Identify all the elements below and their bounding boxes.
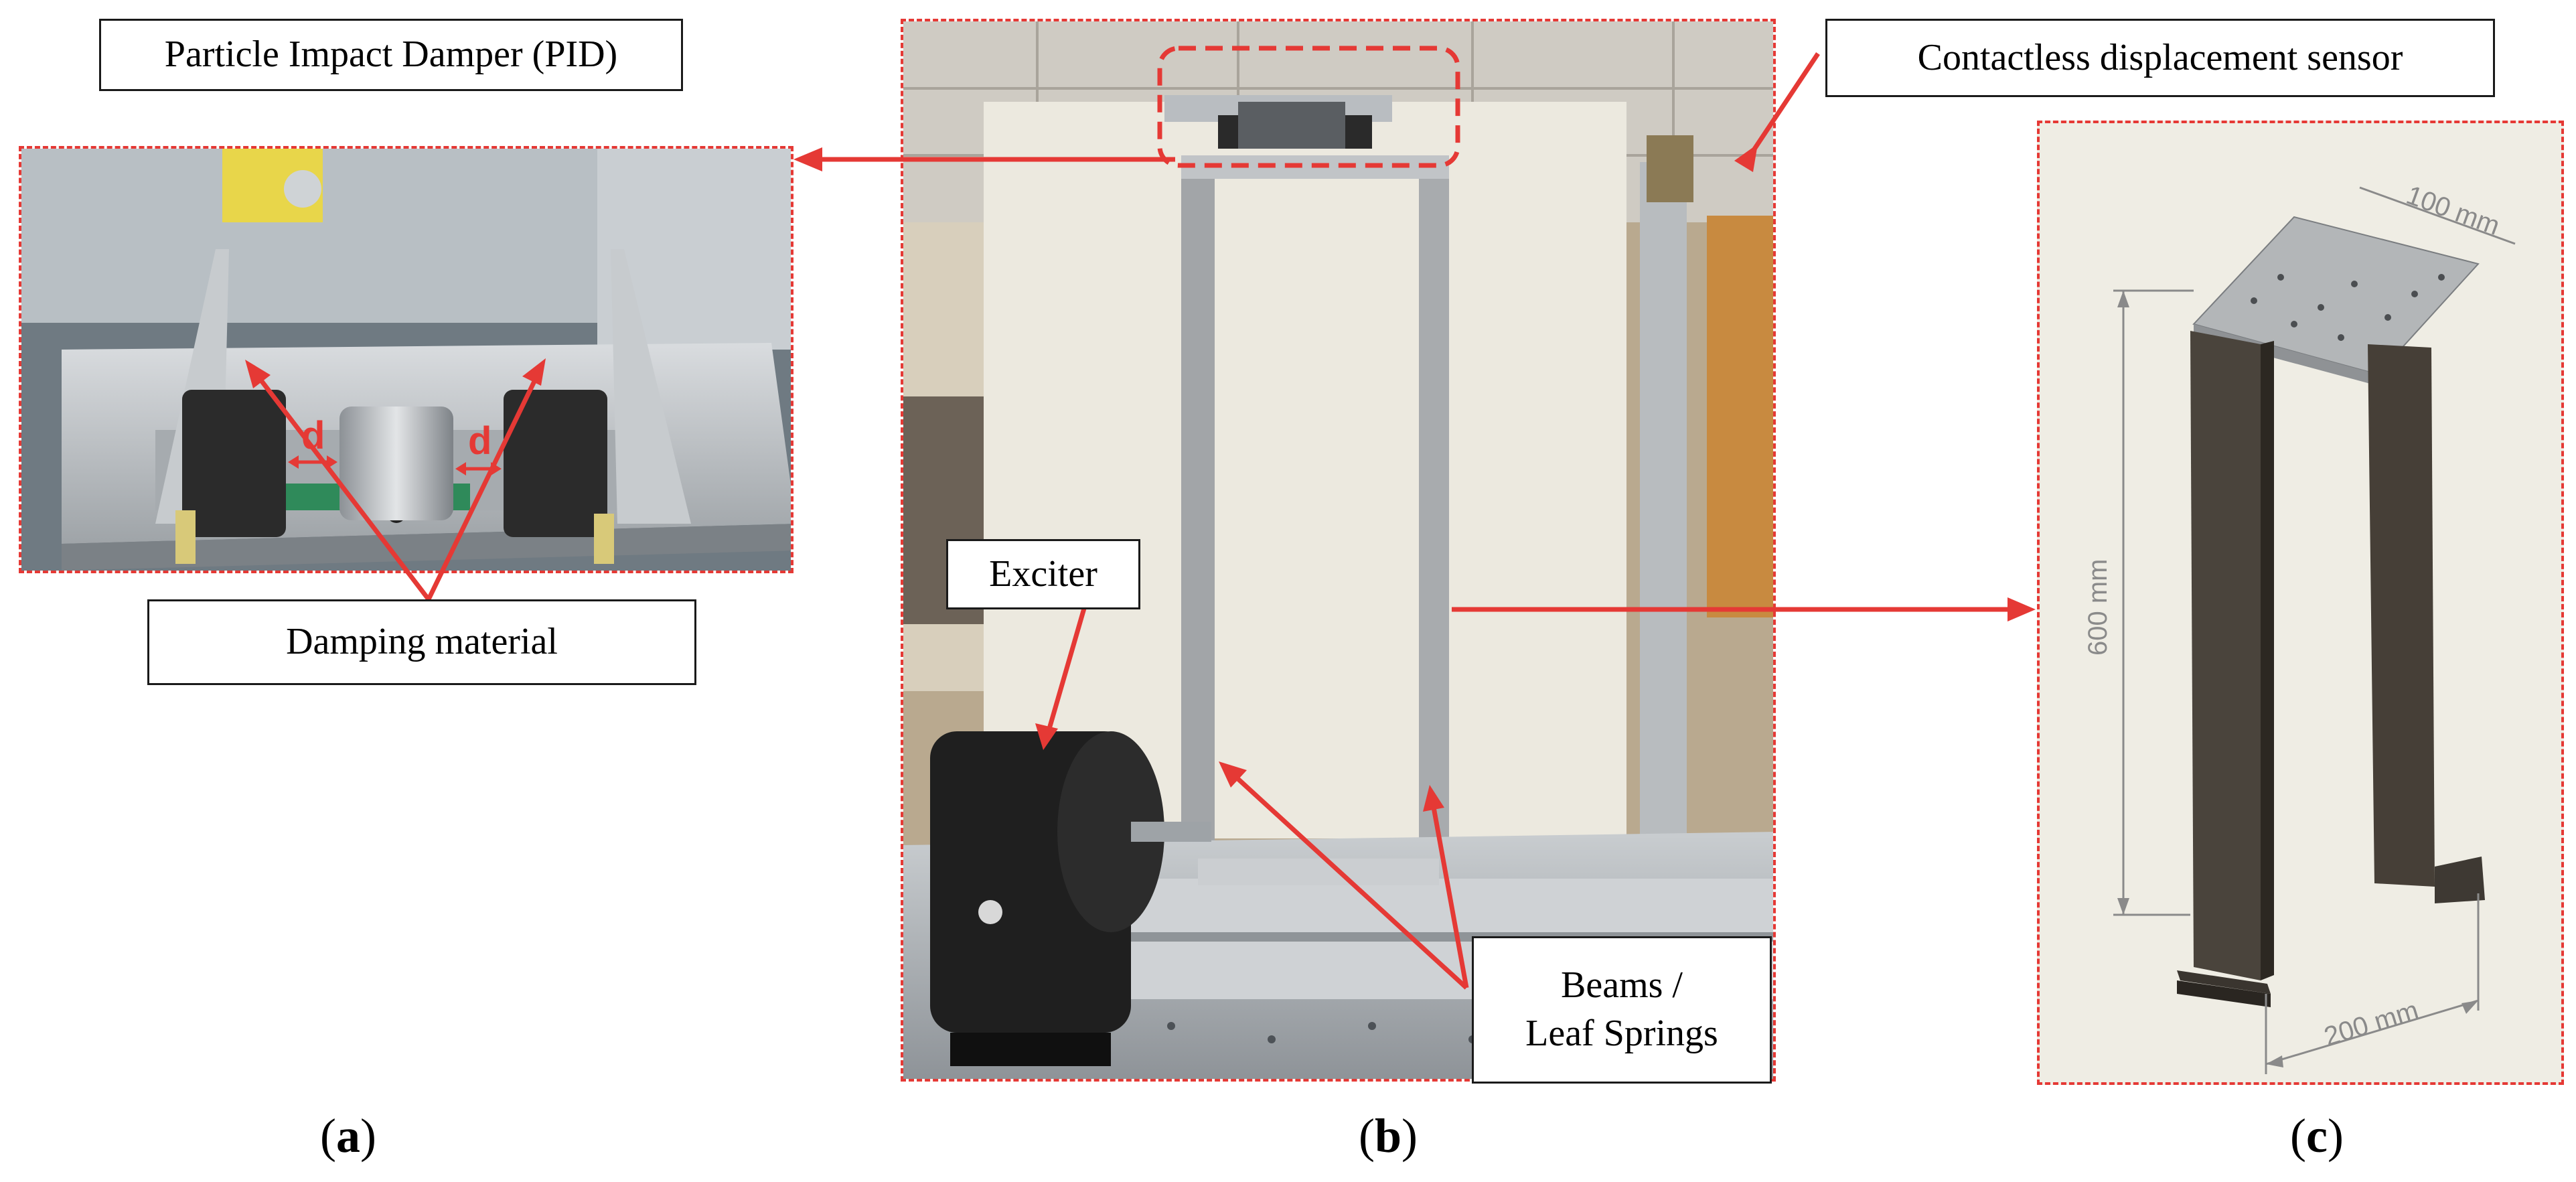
white-backdrop [984,102,1626,838]
displacement-sensor [1647,135,1693,202]
frame-cad-drawing: 100 mm 600 mm 200 mm [2083,180,2516,1074]
damping-label-box: Damping material [147,599,696,685]
right-leaf-spring [1419,162,1449,872]
depth-dimension-label: 100 mm [2403,180,2504,241]
front-leg [2190,331,2261,980]
caption-c: (c) [2290,1109,2344,1163]
gap-label-right: d [468,419,491,463]
beams-label-line2: Leaf Springs [1525,1013,1718,1054]
height-dimension-label: 600 mm [2083,559,2113,656]
sensor-stand [1640,162,1687,952]
caption-a: (a) [320,1109,376,1163]
exciter-label: Exciter [989,552,1097,595]
pid-label: Particle Impact Damper (PID) [164,33,618,76]
wooden-door [1707,216,1773,617]
back-leg [2368,344,2435,887]
left-damping-block [182,390,286,537]
width-dimension-label: 200 mm [2321,995,2422,1051]
beams-label-line1: Beams / [1561,964,1683,1007]
caption-b: (b) [1358,1109,1418,1163]
sensor-label-box: Contactless displacement sensor [1825,19,2495,97]
panel-c-cad: 100 mm 600 mm 200 mm [2037,121,2564,1085]
gap-label-left: d [301,414,325,457]
top-plate [2192,216,2480,376]
pid-label-box: Particle Impact Damper (PID) [99,19,683,91]
right-damping-block [504,390,607,537]
exciter-label-box: Exciter [946,539,1140,609]
panel-a-photo: d d [19,146,793,573]
sensor-label: Contactless displacement sensor [1917,36,2403,78]
impact-cylinder [339,407,453,520]
left-leaf-spring [1181,162,1215,872]
damping-label: Damping material [286,621,558,663]
pid-photo-illustration: d d [21,149,791,571]
beams-label-box: Beams / Leaf Springs [1472,936,1772,1084]
